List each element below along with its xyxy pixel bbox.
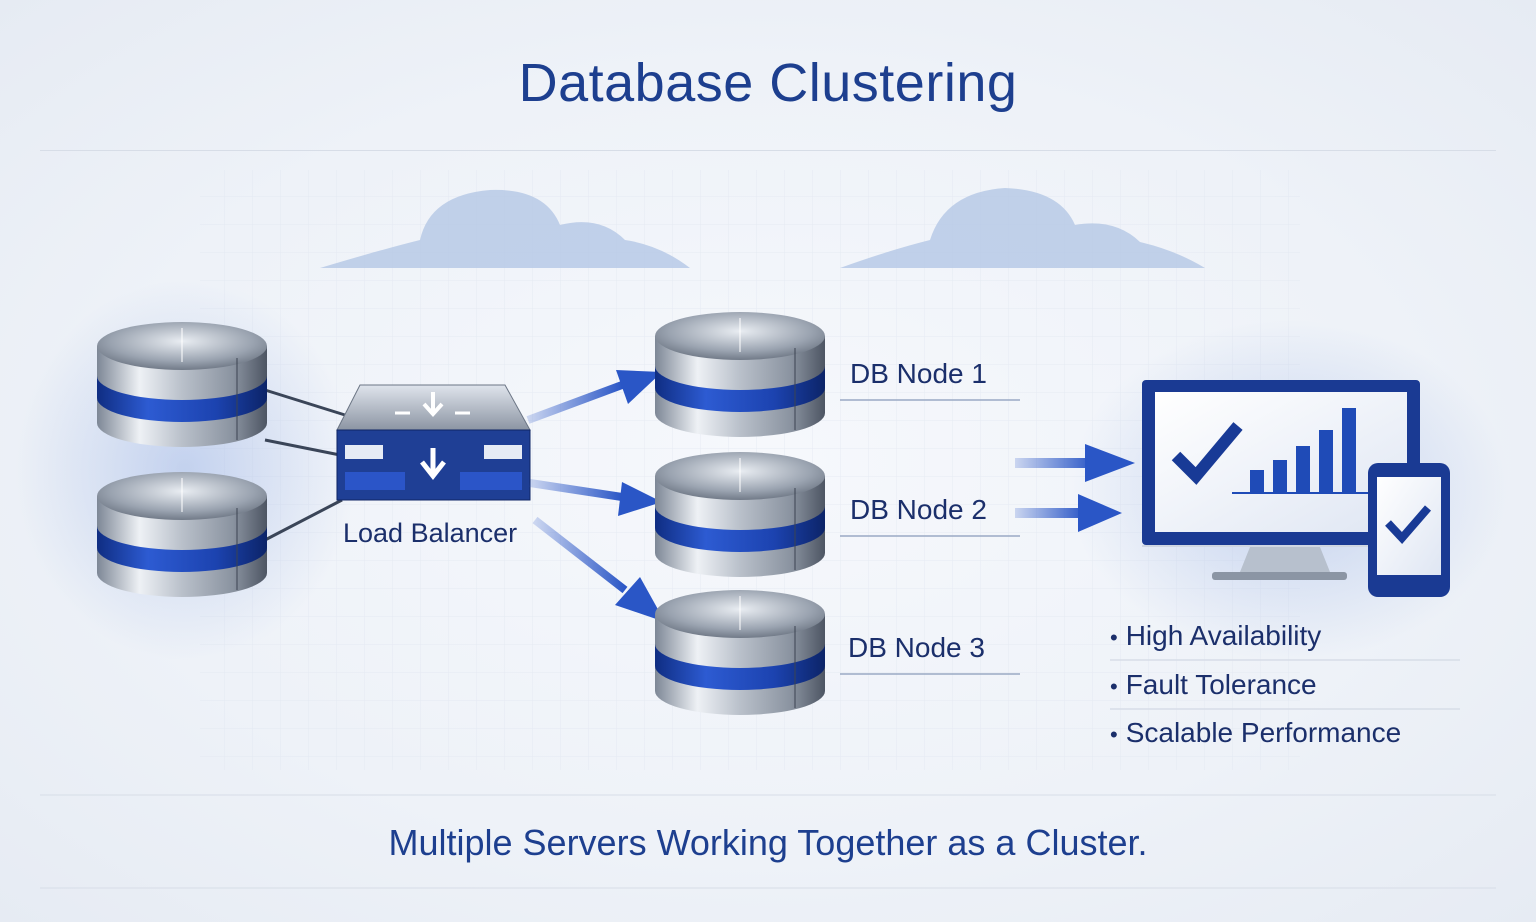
bullet-icon: •: [1110, 674, 1118, 699]
tablet-icon: [1368, 463, 1450, 597]
benefit-item: • Scalable Performance: [1110, 717, 1401, 749]
cloud-icon: [320, 189, 690, 268]
database-icon: [654, 589, 826, 716]
benefit-label: High Availability: [1125, 620, 1322, 651]
monitor-icon: [1142, 380, 1420, 580]
arrow-icon: [529, 479, 662, 516]
benefit-item: • Fault Tolerance: [1110, 669, 1317, 701]
db-node-label: DB Node 1: [850, 358, 987, 389]
title-divider: [40, 150, 1496, 151]
benefit-label: Scalable Performance: [1125, 717, 1402, 748]
checkmark-icon: [1385, 505, 1432, 544]
db-node-label: DB Node 3: [848, 632, 985, 663]
connector-lines: [264, 388, 346, 542]
cloud-icon: [840, 188, 1205, 268]
footer-caption: Multiple Servers Working Together as a C…: [388, 822, 1148, 863]
database-icon: [654, 311, 826, 438]
arrow-icon: [1015, 444, 1135, 482]
checkmark-icon: [1171, 422, 1243, 485]
load-balancer-label: Load Balancer: [343, 518, 518, 548]
arrow-icon: [532, 516, 665, 622]
db-node-label: DB Node 2: [850, 494, 987, 525]
page-title: Database Clustering: [518, 53, 1018, 113]
load-balancer-icon: [336, 384, 531, 501]
database-icon: [654, 451, 826, 578]
database-icon: [96, 321, 268, 448]
database-icon: [96, 471, 268, 598]
arrow-icon: [1015, 494, 1122, 532]
bullet-icon: •: [1110, 722, 1118, 747]
bar-chart-icon: [1232, 408, 1380, 494]
arrow-icon: [526, 370, 662, 424]
benefit-label: Fault Tolerance: [1125, 669, 1317, 700]
benefit-item: • High Availability: [1110, 620, 1321, 652]
bullet-icon: •: [1110, 625, 1118, 650]
